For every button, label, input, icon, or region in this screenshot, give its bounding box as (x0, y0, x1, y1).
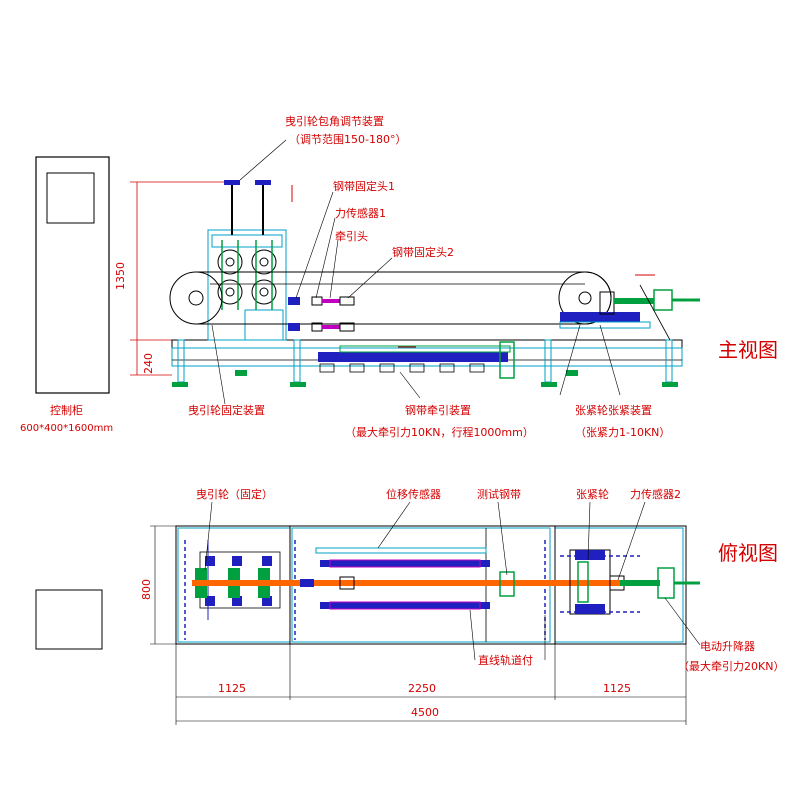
dim-middle-2250: 2250 (408, 682, 436, 695)
dim-width-800: 800 (140, 579, 153, 600)
dim-height-1350: 1350 (114, 262, 127, 290)
label-sheave-fixed: 曳引轮（固定） (196, 487, 273, 501)
label-force-sensor-2: 力传感器2 (630, 488, 681, 501)
cabinet-size: 600*400*1600mm (20, 423, 113, 434)
label-lift-spec: （最大牵引力20KN） (678, 659, 784, 673)
dim-base-240: 240 (142, 353, 155, 374)
label-sheave-fixed-device: 曳引轮固定装置 (188, 403, 265, 417)
label-clamp-1: 钢带固定头1 (333, 179, 395, 193)
label-wrap-adjust-range: （调节范围150-180°） (289, 132, 406, 146)
dim-total-4500: 4500 (411, 706, 439, 719)
label-traction-spec: （最大牵引力10KN，行程1000mm） (345, 425, 534, 439)
cabinet-label: 控制柜 (50, 403, 83, 417)
label-clamp-2: 钢带固定头2 (392, 245, 454, 259)
control-cabinet (35, 156, 110, 394)
label-electric-lift: 电动升降器 (700, 639, 755, 653)
cabinet-top-outline (35, 589, 103, 650)
label-linear-rail: 直线轨道付 (478, 653, 533, 667)
dim-left-1125: 1125 (218, 682, 246, 695)
top-view-title: 俯视图 (718, 541, 778, 565)
label-wrap-adjust: 曳引轮包角调节装置 (285, 114, 384, 128)
label-tension-wheel: 张紧轮 (576, 487, 609, 501)
top-view (150, 525, 700, 725)
dim-right-1125: 1125 (603, 682, 631, 695)
label-tension-spec: （张紧力1-10KN） (575, 426, 670, 439)
label-tension-device: 张紧轮张紧装置 (575, 403, 652, 417)
label-puller-head: 牵引头 (335, 229, 368, 243)
label-test-steel-belt: 测试钢带 (477, 488, 521, 501)
label-displacement-sensor: 位移传感器 (386, 487, 441, 501)
label-force-sensor-1: 力传感器1 (335, 207, 386, 220)
label-traction-device: 钢带牵引装置 (405, 403, 471, 417)
front-view-title: 主视图 (718, 338, 778, 362)
front-view-leaders (211, 139, 621, 405)
front-view (130, 180, 700, 387)
top-view-leaders (204, 501, 701, 661)
